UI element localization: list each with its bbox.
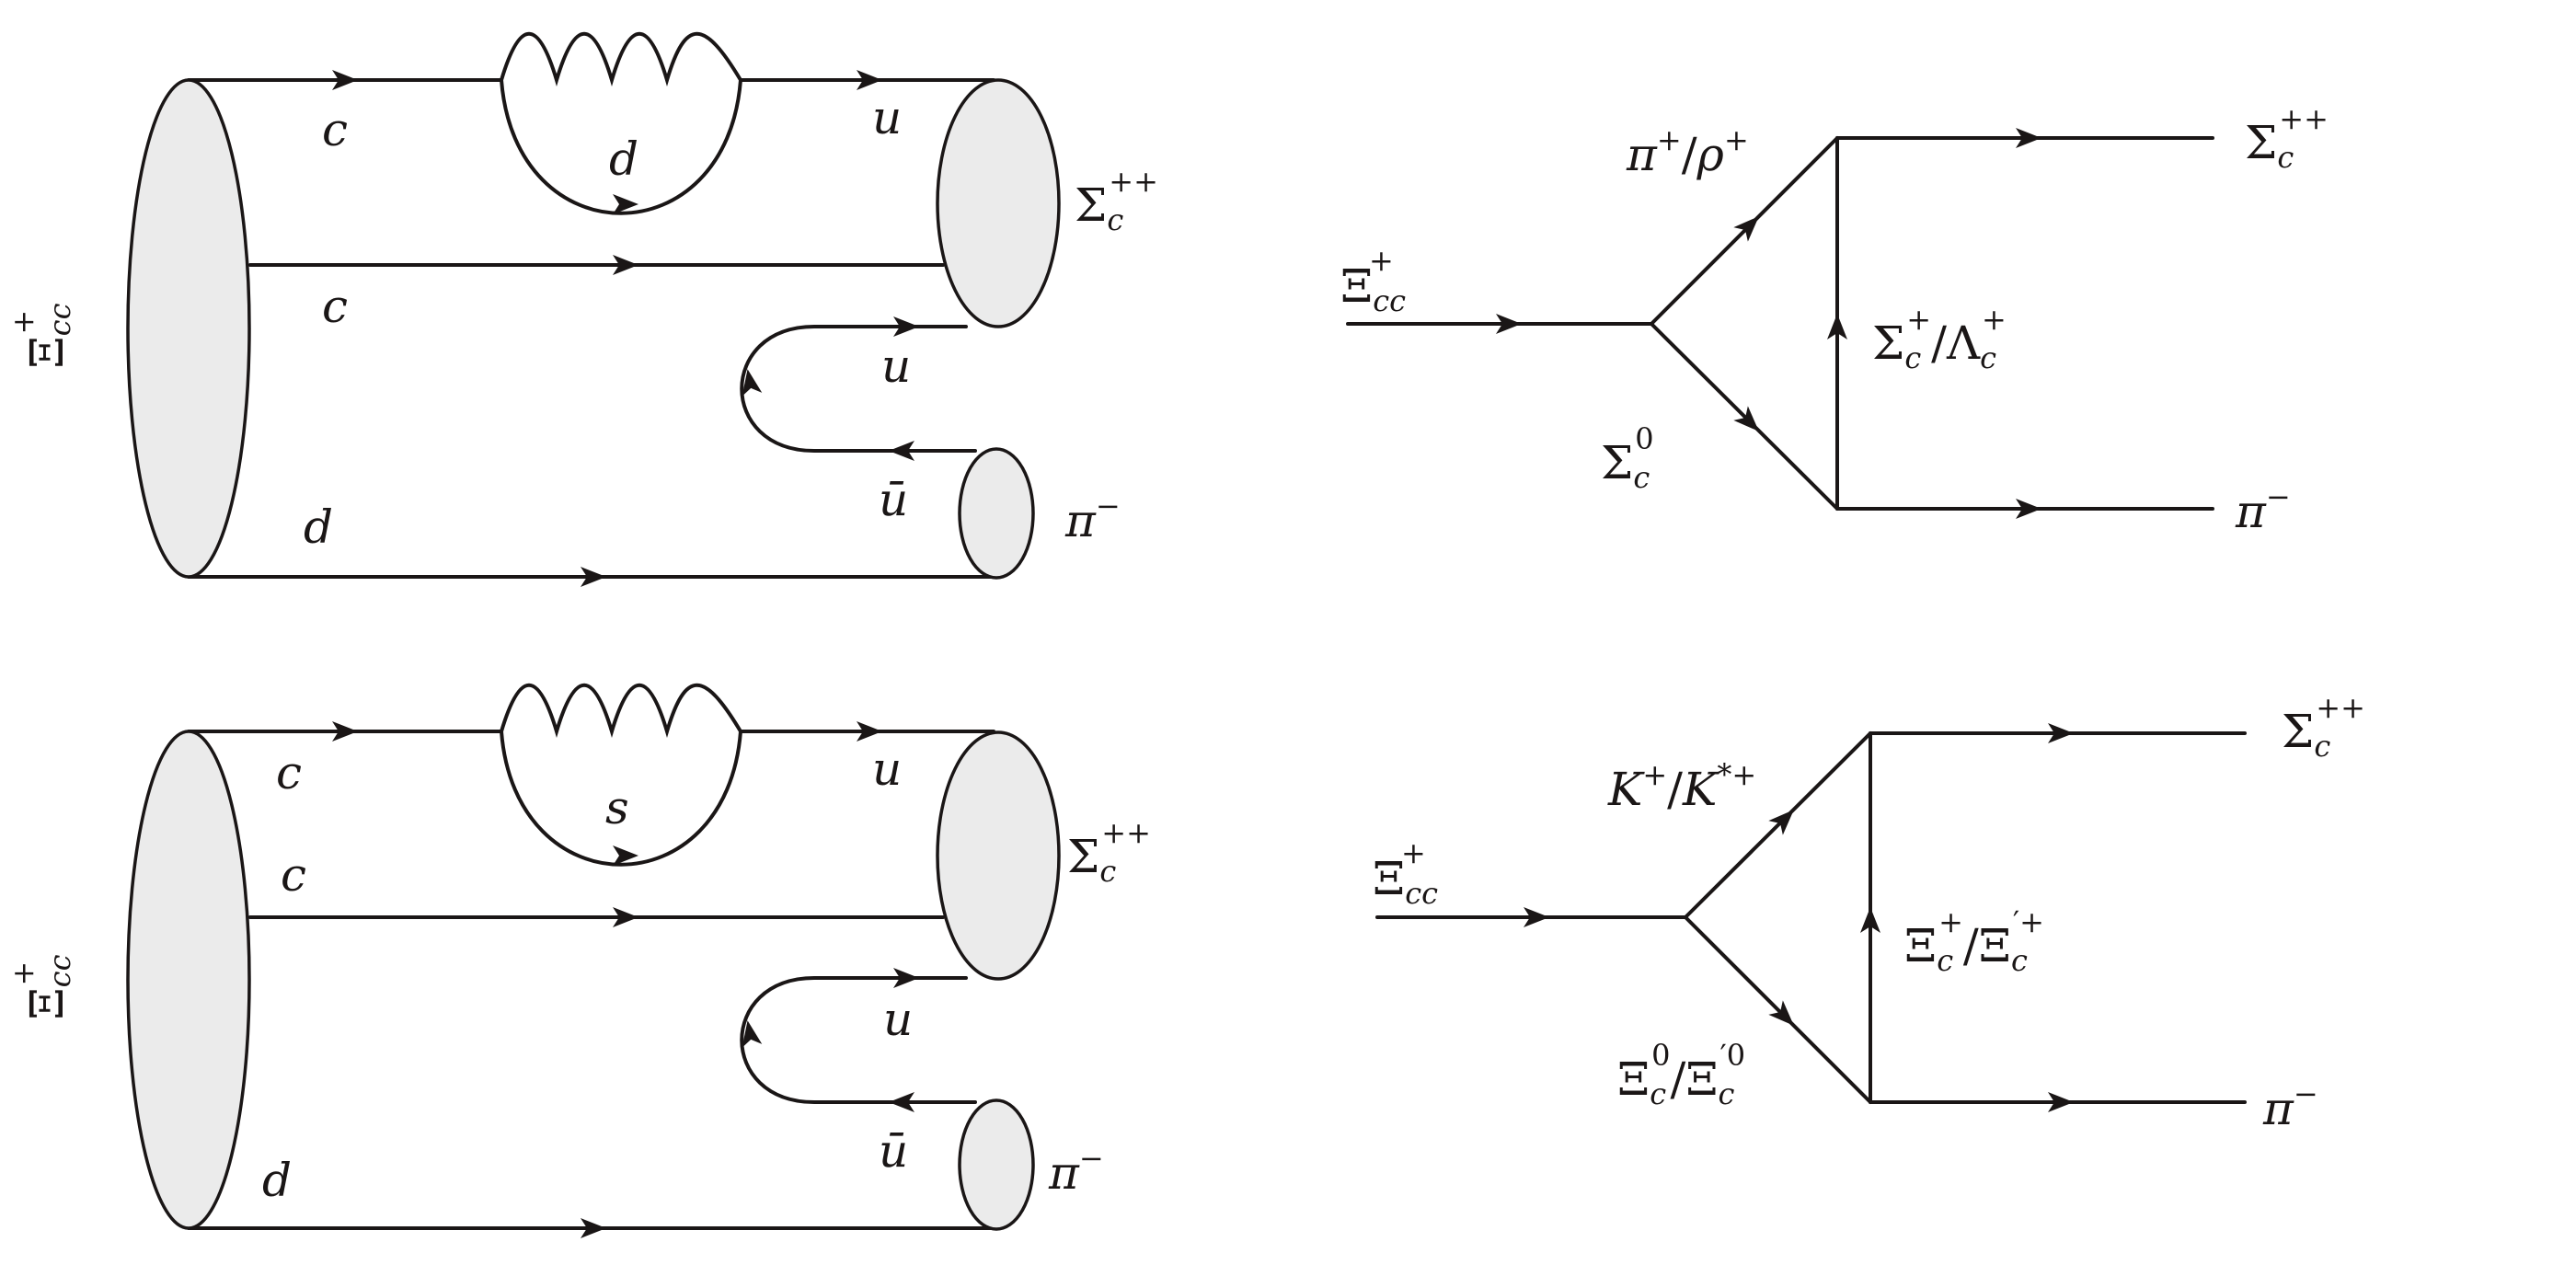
final-meson-label: π− bbox=[1064, 489, 1121, 547]
quark-diagram-bottom: Ξcc+ c s u c u ū d Σc++ π− bbox=[6, 684, 1151, 1238]
quark-label-u1: u bbox=[872, 742, 902, 796]
final-baryon-label: Σc++ bbox=[2245, 101, 2329, 175]
final-meson-label: π− bbox=[1048, 1141, 1104, 1200]
quark-label-ubar: ū bbox=[879, 473, 908, 526]
line-exchange-upper bbox=[1650, 136, 1839, 326]
quark-label-d: d bbox=[304, 500, 333, 554]
final-baryon-label: Σc++ bbox=[2282, 690, 2365, 764]
initial-state-label: Ξcc+ bbox=[6, 954, 77, 1019]
gluon-loop-d-wavy bbox=[500, 32, 742, 86]
hadron-loop-diagram-top: Ξcc+ π+/ρ+ Σc0 Σc+/Λc+ Σc++ π− bbox=[1340, 101, 2329, 538]
line-exchange-upper bbox=[1684, 731, 1872, 919]
initial-baryon-blob bbox=[126, 730, 251, 1230]
quark-label-u2: u bbox=[881, 339, 911, 393]
exchange-lower-label: Ξc0/Ξc′0 bbox=[1617, 1038, 1745, 1111]
exchange-lower-label: Σc0 bbox=[1601, 421, 1654, 495]
quark-label-d-loop: d bbox=[609, 132, 638, 186]
final-meson-label: π− bbox=[2262, 1076, 2318, 1135]
initial-state-label: Ξcc+ bbox=[1373, 835, 1438, 911]
quark-line-u-pair bbox=[740, 325, 977, 453]
quark-label-ubar: ū bbox=[879, 1124, 908, 1178]
final-baryon-blob bbox=[936, 730, 1061, 981]
quark-line-u-pair bbox=[740, 976, 977, 1104]
quark-loop-s-arc bbox=[500, 730, 742, 867]
vertical-exchange-label: Ξc+/Ξc′+ bbox=[1904, 904, 2044, 978]
final-meson-label: π− bbox=[2235, 479, 2291, 538]
quark-label-u1: u bbox=[872, 91, 902, 144]
quark-loop-d-arc bbox=[500, 78, 742, 215]
quark-diagram-top: Ξcc+ c d u c u ū d Σc++ π− bbox=[6, 32, 1158, 587]
hadron-loop-diagram-bottom: Ξcc+ K+/K*+ Ξc0/Ξc′0 Ξc+/Ξc′+ Σc++ π− bbox=[1373, 690, 2365, 1135]
exchange-upper-label: K+/K*+ bbox=[1607, 757, 1756, 816]
exchange-upper-label: π+/ρ+ bbox=[1626, 122, 1749, 181]
line-exchange-lower bbox=[1684, 915, 1872, 1104]
final-meson-blob bbox=[958, 1098, 1035, 1231]
final-baryon-label: Σc++ bbox=[1075, 164, 1158, 237]
quark-label-c1: c bbox=[276, 746, 302, 799]
final-meson-blob bbox=[958, 447, 1035, 580]
quark-label-s-loop: s bbox=[605, 781, 629, 834]
quark-label-c2: c bbox=[322, 280, 348, 333]
gluon-loop-s-wavy bbox=[500, 684, 742, 738]
initial-baryon-blob bbox=[126, 78, 251, 579]
initial-state-label: Ξcc+ bbox=[6, 303, 77, 368]
quark-label-d: d bbox=[262, 1154, 292, 1207]
final-baryon-blob bbox=[936, 78, 1061, 328]
initial-state-label: Ξcc+ bbox=[1340, 243, 1406, 318]
vertical-exchange-label: Σc+/Λc+ bbox=[1872, 302, 2007, 375]
quark-label-c1: c bbox=[322, 103, 348, 156]
final-baryon-label: Σc++ bbox=[1067, 815, 1151, 889]
line-exchange-lower bbox=[1650, 322, 1839, 511]
quark-label-c2: c bbox=[281, 848, 306, 902]
quark-label-u2: u bbox=[883, 993, 913, 1046]
